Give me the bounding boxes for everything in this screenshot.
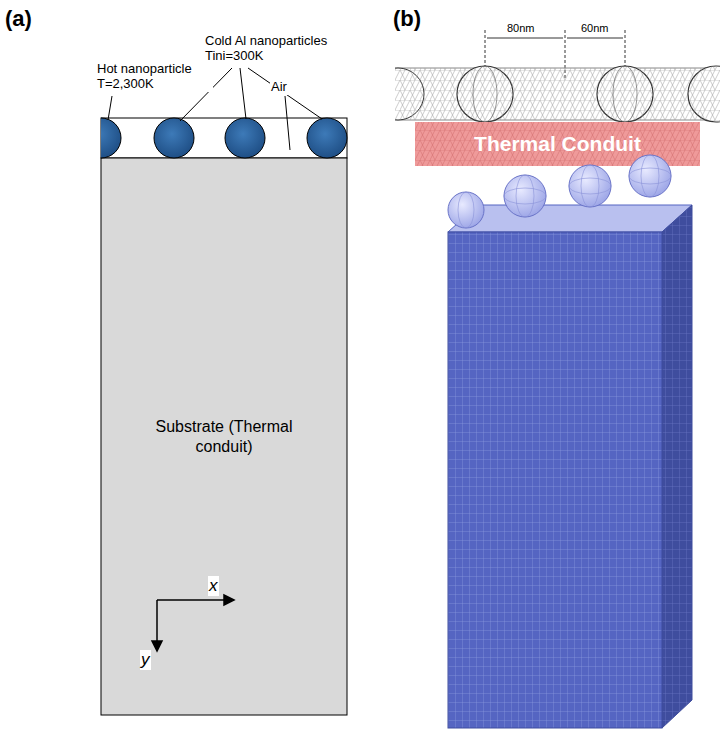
axes (152, 595, 234, 651)
substrate (101, 158, 347, 715)
axis-label: y (140, 650, 151, 670)
air-mesh (395, 68, 720, 120)
cold-particle-label: Cold Al nanoparticles Tini=300K (204, 34, 346, 64)
node-text: Substrate (Thermal conduit) (149, 417, 299, 455)
particle-mesh (395, 66, 720, 122)
nanoparticles (101, 118, 347, 158)
dimension-label: 60nm (580, 22, 610, 35)
panel-a (81, 68, 347, 715)
panel-label: (a) (4, 6, 33, 31)
dimension-arrows (487, 38, 623, 39)
substrate-label-box: Substrate (Thermal conduit) (101, 158, 347, 715)
panel-b (372, 30, 720, 728)
air-layer (101, 118, 347, 158)
3d-mesh-block (448, 155, 692, 728)
thermal-conduit-band: Thermal Conduit (415, 122, 700, 166)
panel-label: (b) (392, 6, 422, 31)
air-label: Air (270, 80, 288, 95)
dimension-label: 80nm (506, 22, 536, 35)
hot-particle-label: Hot nanoparticle T=2,300K (96, 62, 213, 92)
node-text: Thermal Conduit (474, 131, 641, 156)
axis-label: x (208, 576, 219, 596)
